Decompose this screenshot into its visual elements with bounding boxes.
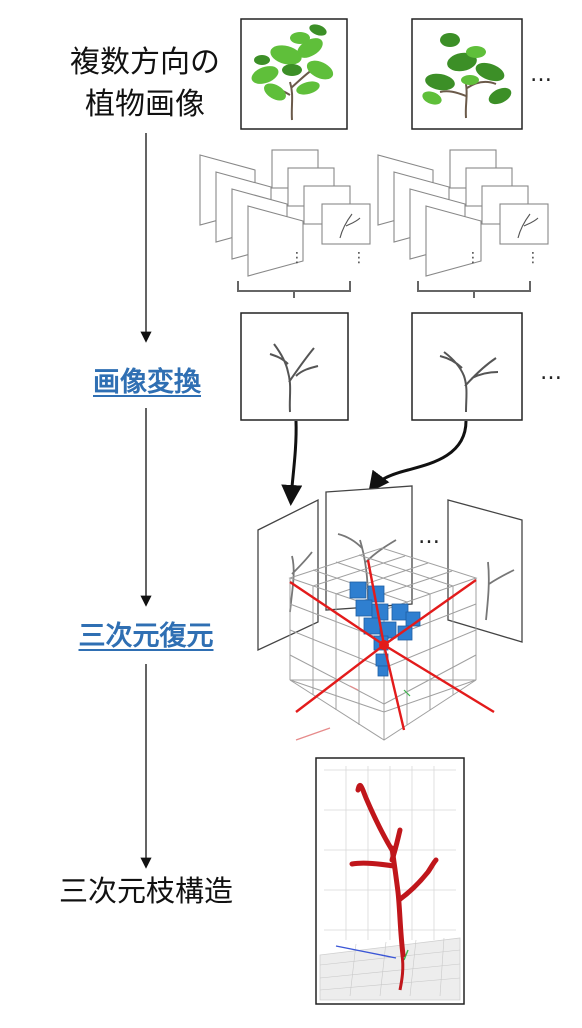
step-label-input: 複数方向の 植物画像: [40, 42, 250, 126]
plant-image-icon: [240, 18, 348, 130]
network-stack-icon: ⋮ ⋮ ⋮ ⋮: [199, 149, 549, 277]
branch-structure-icon: [315, 757, 465, 1005]
brace-2: [417, 281, 531, 298]
projection-arrow-1: [281, 420, 303, 506]
projection-arrow-2: [368, 420, 468, 493]
step-label-branch-structure: 三次元枝構造: [58, 874, 233, 908]
svg-text:⋮: ⋮: [352, 250, 366, 266]
svg-text:⋮: ⋮: [290, 250, 304, 266]
branch-sketch-icon-2: [411, 312, 523, 421]
svg-text:⋮: ⋮: [466, 250, 480, 266]
voxel-grid-icon: [257, 485, 523, 741]
group-braces: [237, 281, 531, 298]
projection-arrows: [281, 420, 468, 506]
branch-sketch-icon: [240, 312, 349, 421]
step-link-3d-reconstruction[interactable]: 三次元復元: [78, 621, 214, 652]
ellipsis-row2: …: [540, 360, 563, 385]
step-link-image-conversion[interactable]: 画像変換: [93, 367, 201, 398]
svg-text:⋮: ⋮: [526, 250, 540, 266]
step-label-input-line2: 植物画像: [85, 87, 205, 122]
ellipsis-row1: …: [530, 62, 553, 87]
plant-image-icon-2: [411, 18, 523, 130]
step-label-input-line1: 複数方向の: [70, 45, 220, 80]
ellipsis-row3: …: [418, 524, 441, 549]
brace-1: [237, 281, 351, 298]
